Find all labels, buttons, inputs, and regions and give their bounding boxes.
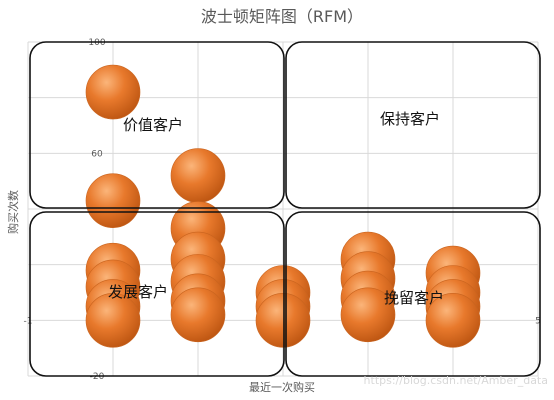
watermark-text: https://blog.csdn.net/Amber_data <box>364 374 548 387</box>
y-axis-label: 购买次数 <box>6 190 20 234</box>
x-tick-labels: -1 5 <box>24 316 541 326</box>
quadrant-box-bottom-left <box>29 211 285 377</box>
quadrant-label-retain-customer: 挽留客户 <box>384 289 444 307</box>
y-tick-label: 100 <box>88 38 105 48</box>
y-tick-label: 60 <box>91 149 103 159</box>
quadrant-box-top-left <box>29 41 285 209</box>
quadrant-box-top-right <box>285 41 541 209</box>
quadrant-box-bottom-right <box>285 211 541 377</box>
quadrant-label-develop-customer: 发展客户 <box>108 283 168 301</box>
data-point <box>425 293 481 348</box>
chart-title: 波士顿矩阵图（RFM） <box>201 7 363 26</box>
data-point <box>85 293 141 348</box>
x-axis-label: 最近一次购买 <box>249 380 315 394</box>
data-point <box>85 64 141 120</box>
data-point <box>170 148 226 203</box>
data-point <box>85 173 141 228</box>
quadrant-label-value-customer: 价值客户 <box>123 116 183 134</box>
data-point <box>255 293 311 348</box>
quadrant-label-keep-customer: 保持客户 <box>380 110 440 128</box>
data-point <box>170 287 226 343</box>
x-tick-label: -1 <box>24 316 33 326</box>
y-tick-label: -20 <box>90 372 105 382</box>
x-tick-label: 5 <box>535 316 541 326</box>
data-point <box>340 287 396 343</box>
data-points <box>85 64 481 348</box>
